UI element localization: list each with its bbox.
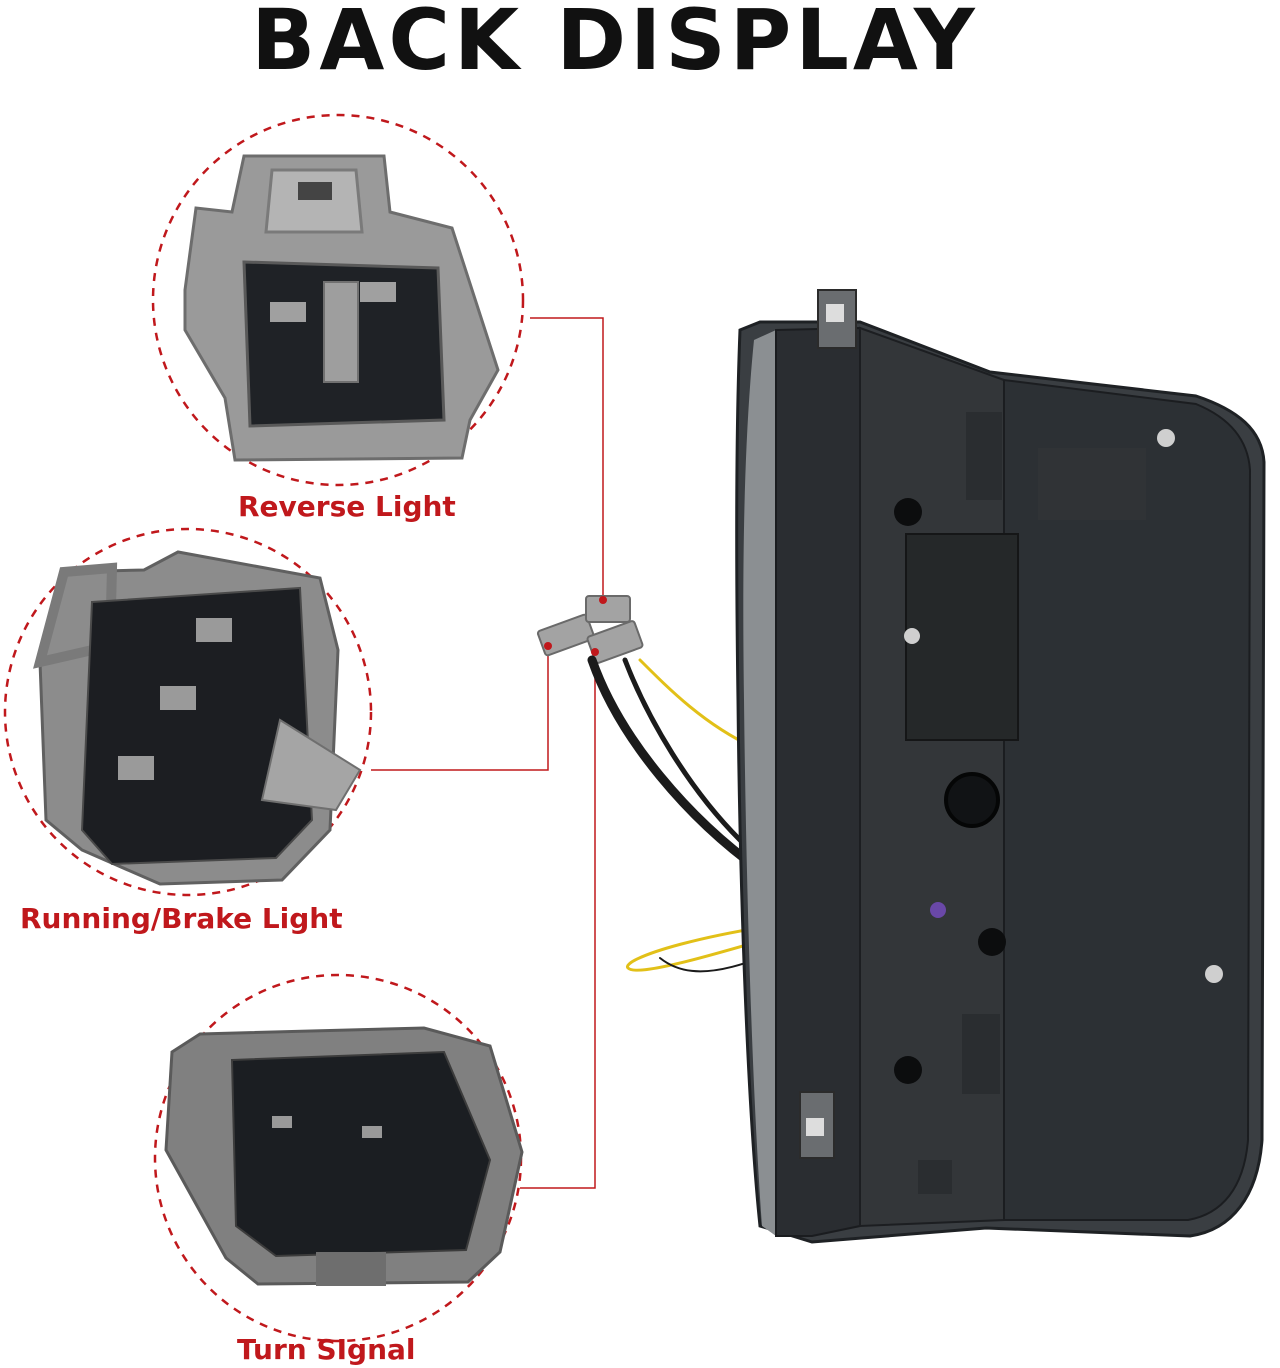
- running-brake-connector-icon: [33, 550, 362, 886]
- reverse-light-connector-icon: [183, 154, 500, 462]
- turn-leader-line: [520, 655, 596, 1189]
- tail-light-housing-icon: [735, 289, 1266, 1244]
- reverse-callout-circle: [151, 113, 525, 487]
- inline-connectors: [536, 595, 644, 664]
- page-title: BACK DISPLAY: [251, 0, 979, 89]
- turn-signal-label: Turn SIgnal: [237, 1333, 416, 1366]
- turn-signal-connector-icon: [164, 1026, 524, 1286]
- running-brake-light-label: Running/Brake Light: [20, 902, 343, 935]
- running-leader-line: [371, 650, 549, 771]
- reverse-leader-line: [530, 317, 604, 598]
- reverse-light-label: Reverse Light: [238, 490, 456, 523]
- running-callout-circle: [3, 527, 373, 897]
